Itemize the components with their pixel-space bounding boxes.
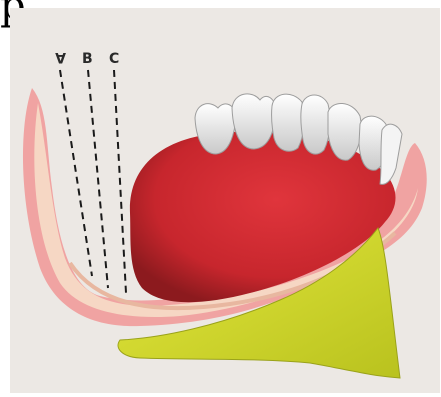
anatomy-illustration: A B C xyxy=(10,8,440,393)
label-c: C xyxy=(109,51,119,67)
tooth xyxy=(301,95,330,154)
tooth xyxy=(272,94,304,151)
label-b: B xyxy=(82,51,93,67)
label-a: A xyxy=(55,49,66,65)
